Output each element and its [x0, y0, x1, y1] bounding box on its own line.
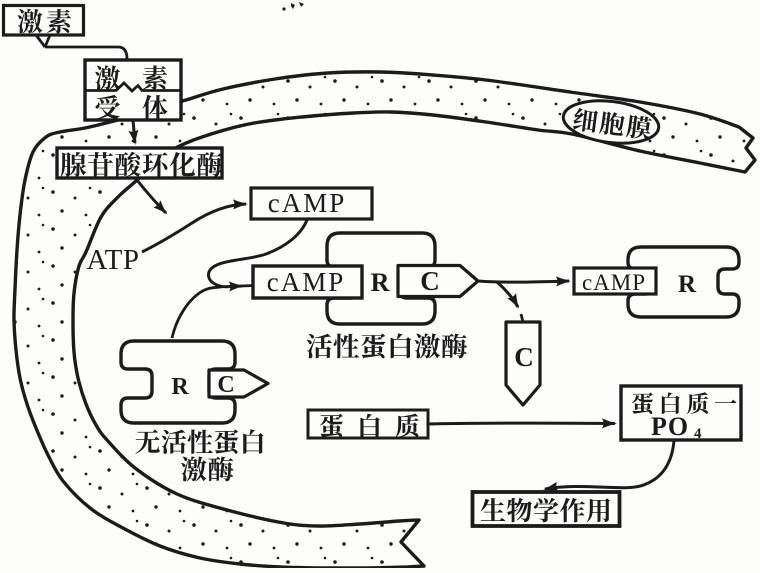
adenylate-cyclase-label: 腺苷酸环化酶 [60, 151, 223, 177]
hormone-connector [45, 45, 129, 60]
po-base-text: PO [651, 412, 689, 441]
camp-bound-box [251, 264, 364, 300]
hormone-box [1, 3, 86, 37]
camp-right-text: cAMP [582, 270, 646, 295]
r-right-text: R [678, 271, 697, 298]
c-free-text: C [514, 342, 534, 372]
c-pentagon-active [396, 263, 480, 299]
camp-bound-text: cAMP [267, 267, 346, 297]
atp-label: ATP [86, 244, 139, 276]
protein-po4-box [619, 384, 743, 442]
camp-right-box [572, 266, 658, 296]
conn-protein-po4 [428, 418, 617, 429]
protein-po4-label-line2: PO 4 [651, 412, 702, 442]
conn-complex-campr [477, 276, 571, 287]
conn-po4-effect [543, 440, 676, 492]
receptor-label-line2: 受体 [95, 94, 168, 120]
conn-cyclase-reaction [135, 179, 168, 215]
c-active-text: C [420, 266, 440, 296]
inactive-kinase-caption-line2: 激酶 [181, 456, 234, 482]
conn-receptor-cyclase [128, 120, 139, 145]
r-inactive-text: R [171, 374, 189, 400]
hormone-tail-left [34, 34, 47, 48]
conn-camp-complex-tail [241, 284, 254, 288]
po-sub-text: 4 [694, 426, 702, 442]
c-inactive-text: C [217, 372, 234, 398]
bio-effect-label: 生物学作用 [480, 497, 610, 523]
conn-camp-complex [207, 219, 309, 292]
conn-atp-camp [141, 199, 248, 254]
camp-free-text: cAMP [268, 188, 347, 218]
hormone-label: 激素 [17, 8, 72, 34]
conn-release-c [496, 280, 520, 309]
hormone-tail-right [43, 34, 52, 48]
c-pentagon-inactive [207, 368, 270, 399]
inactive-kinase-caption-line1: 无活性蛋白 [135, 429, 264, 454]
receptor-box-divider [85, 81, 181, 93]
c-pentagon-free [504, 320, 542, 407]
conn-inactive-complex [170, 285, 223, 339]
r-active-text: R [371, 268, 390, 297]
scan-specks [282, 2, 304, 11]
connectors [34, 34, 676, 492]
camp-free-box [249, 186, 374, 221]
active-kinase-caption: 活性蛋白激酶 [306, 333, 468, 359]
